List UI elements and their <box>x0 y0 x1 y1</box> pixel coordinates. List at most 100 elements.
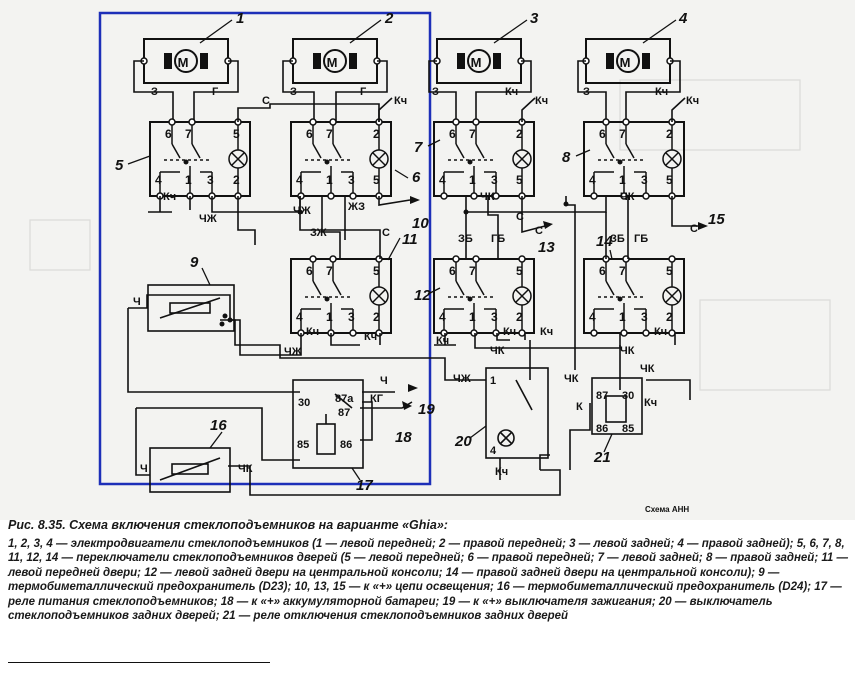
pin-label: 7 <box>619 127 626 141</box>
pin-label: 4 <box>589 173 596 187</box>
pin-label: 7 <box>469 127 476 141</box>
pin-label: 5 <box>373 173 380 187</box>
pin-label: 87 <box>338 407 350 419</box>
pin-label: 7 <box>326 127 333 141</box>
number-12: 12 <box>414 287 431 304</box>
pin-label: 6 <box>306 264 313 278</box>
pin-label: 4 <box>589 310 596 324</box>
pin-label: 3 <box>348 310 355 324</box>
pin-label: 30 <box>622 390 634 402</box>
wire-label: С <box>690 223 698 235</box>
pin-label: 5 <box>666 173 673 187</box>
pin-label: 3 <box>491 310 498 324</box>
wire-label: Ч <box>140 463 148 475</box>
wire-label: Кч <box>495 466 508 478</box>
motor-letter: М <box>178 55 189 70</box>
wire-label: ЧК <box>640 363 655 375</box>
pin-label: 1 <box>619 310 626 324</box>
number-18: 18 <box>395 429 412 446</box>
wire-label: ЗБ <box>610 233 625 245</box>
pin-label: 4 <box>155 173 162 187</box>
wire-label: Кч <box>686 95 699 107</box>
wire-label: З <box>432 86 439 98</box>
motor-letter: М <box>620 55 631 70</box>
wire-label: ЧЖ <box>453 373 471 385</box>
pin-label: 30 <box>298 397 310 409</box>
number-21: 21 <box>593 449 611 466</box>
pin-label: 5 <box>233 127 240 141</box>
pin-label: 5 <box>373 264 380 278</box>
wire-label: Г <box>360 86 367 98</box>
pin-label: 85 <box>297 439 309 451</box>
pin-label: 1 <box>326 173 333 187</box>
pin-label: 4 <box>296 310 303 324</box>
pin-label: 5 <box>516 173 523 187</box>
switch-20 <box>485 367 549 459</box>
pin-label: 87 <box>596 390 608 402</box>
pin-label: 6 <box>599 127 606 141</box>
wiring-diagram: М М М М 1 2 3 4 З Г З Г З Кч З Кч 6 7 5 … <box>0 0 855 520</box>
wire-label: ЧЖ <box>293 205 311 217</box>
wire-label: ЗЖ <box>310 227 327 239</box>
pin-label: 6 <box>449 127 456 141</box>
pin-label: 1 <box>490 375 496 387</box>
pin-label: 7 <box>619 264 626 278</box>
number-3: 3 <box>530 10 539 27</box>
wire-label: Ч <box>133 296 141 308</box>
wire-label: Ч <box>380 375 388 387</box>
pin-label: 6 <box>165 127 172 141</box>
pin-label: 2 <box>373 127 380 141</box>
pin-label: 1 <box>469 173 476 187</box>
pin-label: 6 <box>306 127 313 141</box>
pin-label: 2 <box>666 310 673 324</box>
pin-label: 3 <box>348 173 355 187</box>
number-15: 15 <box>708 211 725 228</box>
wire-label: ЧЖ <box>284 346 302 358</box>
diagram-credit: Схема АНН <box>645 505 689 514</box>
pin-label: 7 <box>185 127 192 141</box>
pin-label: 4 <box>490 445 497 457</box>
wire-label: ЗБ <box>458 233 473 245</box>
pin-label: 3 <box>491 173 498 187</box>
wire-label: Кч <box>306 326 319 338</box>
number-11: 11 <box>402 231 418 248</box>
wire-label: З <box>290 86 297 98</box>
wire-label: ЧК <box>620 345 635 357</box>
number-14: 14 <box>596 233 613 250</box>
wire-label: С <box>535 225 543 237</box>
wire-label: К <box>576 401 583 413</box>
pin-label: 87a <box>335 393 354 405</box>
figure-caption: Рис. 8.35. Схема включения стеклоподъемн… <box>8 518 848 624</box>
pin-label: 1 <box>326 310 333 324</box>
number-8: 8 <box>562 149 571 166</box>
pin-label: 5 <box>666 264 673 278</box>
number-2: 2 <box>384 10 394 27</box>
wire-label: Кч <box>644 397 657 409</box>
wire-label: Кч <box>540 326 553 338</box>
pin-label: 7 <box>469 264 476 278</box>
wire-label: С <box>516 211 524 223</box>
pin-label: 6 <box>599 264 606 278</box>
wire-label: Кч <box>436 335 449 347</box>
wire-label: ЧК <box>620 191 635 203</box>
wire-label: Кч <box>163 191 176 203</box>
motor-letter: М <box>471 55 482 70</box>
number-7: 7 <box>414 139 423 156</box>
wire-label: З <box>151 86 158 98</box>
wire-label: З <box>583 86 590 98</box>
caption-title: Рис. 8.35. Схема включения стеклоподъемн… <box>8 518 448 532</box>
wire-label: Кч <box>654 326 667 338</box>
wire-label: Кч <box>394 95 407 107</box>
pin-label: 7 <box>326 264 333 278</box>
number-10: 10 <box>412 215 429 232</box>
pin-label: 85 <box>622 423 634 435</box>
pin-label: 1 <box>619 173 626 187</box>
wire-label: ГБ <box>491 233 505 245</box>
wire-label: ГБ <box>634 233 648 245</box>
wire-label: Кч <box>364 331 377 343</box>
number-16: 16 <box>210 417 227 434</box>
wire-label: ЧЖ <box>199 213 217 225</box>
pin-label: 2 <box>233 173 240 187</box>
number-9: 9 <box>190 254 199 271</box>
pin-label: 4 <box>296 173 303 187</box>
